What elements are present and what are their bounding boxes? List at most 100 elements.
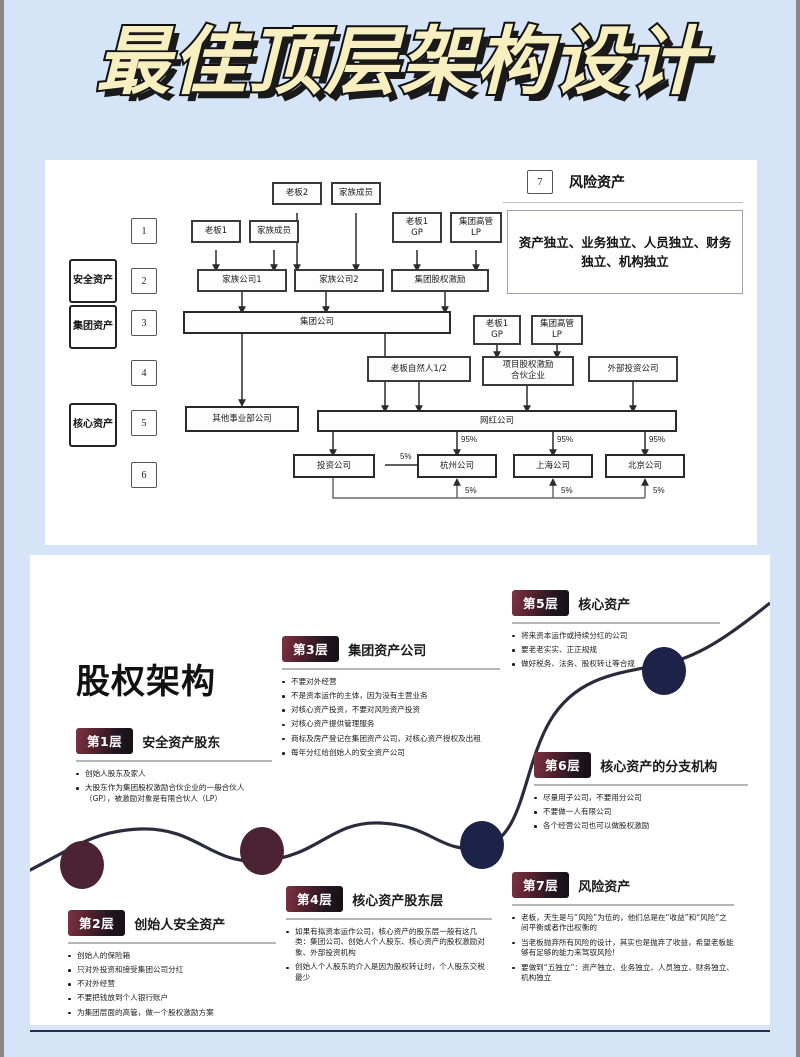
side-label-core-assets: 核心资产 (69, 403, 117, 447)
layer-6-bullets: 尽量用子公司，不要用分公司 不要做一人有限公司 各个经营公司也可以做股权激励 (534, 793, 748, 832)
node-boss2: 老板2 (272, 182, 322, 205)
layer-5-badge: 第5层 (512, 590, 570, 616)
node-other-division-company: 其他事业部公司 (185, 406, 299, 432)
org-structure-diagram-card: 1 2 3 4 5 6 安全资产 集团资产 核心资产 7 风险资产 资产独立、业… (45, 160, 757, 545)
node-family-member: 家族成员 (249, 220, 299, 243)
layer-3-badge: 第3层 (282, 636, 340, 662)
node-family-company-1: 家族公司1 (197, 269, 287, 292)
node-influencer-company: 网红公司 (317, 410, 677, 432)
layer-1-header: 第1层 安全资产股东 (76, 728, 272, 754)
row-number-6: 6 (131, 462, 157, 488)
list-item: 对核心资产提供管理服务 (282, 719, 500, 730)
diagram-connectors (212, 213, 649, 499)
row-number-4: 4 (131, 360, 157, 386)
page-title: 最佳顶层架构设计 (94, 19, 704, 105)
layer-7-badge: 第7层 (512, 872, 570, 898)
node-hangzhou-company: 杭州公司 (417, 454, 497, 478)
layer-5-divider (512, 622, 720, 624)
list-item: 尽量用子公司，不要用分公司 (534, 793, 748, 804)
list-item: 创始人股东及家人 (76, 769, 272, 780)
pct-beijing-95: 95% (649, 435, 666, 444)
title-container: 最佳顶层架构设计 (0, 19, 800, 105)
risk-panel-number: 7 (527, 170, 553, 194)
node-group-exec-lp-second: 集团高管 LP (531, 315, 583, 345)
layer-7-divider (512, 904, 734, 906)
list-item: 老板，天生是与“风险”为伍的，他们总是在“收益”和“风险”之间平衡或者作出权衡的 (512, 913, 734, 935)
layer-6-header: 第6层 核心资产的分支机构 (534, 752, 748, 778)
list-item: 对核心资产投资，不要对风险资产投资 (282, 705, 500, 716)
layer-block-3: 第3层 集团资产公司 不要对外经营 不是资本运作的主体，因为没有主营业务 对核心… (282, 636, 500, 762)
node-boss1-gp-second: 老板1 GP (473, 315, 521, 345)
list-item: 不是资本运作的主体，因为没有主营业务 (282, 691, 500, 702)
node-boss1-gp: 老板1 GP (392, 212, 442, 243)
layer-6-divider (534, 784, 748, 786)
layer-1-divider (76, 760, 272, 762)
layer-6-title: 核心资产的分支机构 (600, 759, 718, 775)
layer-2-bullets: 创始人的保险箱 只对外投资和接受集团公司分红 不对外经营 不要把钱放到个人银行账… (68, 951, 276, 1019)
layer-block-7: 第7层 风险资产 老板，天生是与“风险”为伍的，他们总是在“收益”和“风险”之间… (512, 872, 734, 988)
list-item: 每年分红给创始人的安全资产公司 (282, 748, 500, 759)
layer-3-divider (282, 668, 500, 670)
row-number-2: 2 (131, 268, 157, 294)
node-group-exec-lp: 集团高管 LP (450, 212, 502, 243)
layer-7-bullets: 老板，天生是与“风险”为伍的，他们总是在“收益”和“风险”之间平衡或者作出权衡的… (512, 913, 734, 985)
layer-2-divider (68, 942, 276, 944)
node-group-equity-incentive: 集团股权激励 (391, 269, 489, 292)
layer-block-5: 第5层 核心资产 将来资本运作或持续分红的公司 要老老实实、正正规规 做好税务、… (512, 590, 720, 673)
pct-shanghai-5: 5% (561, 486, 573, 495)
layer-2-header: 第2层 创始人安全资产 (68, 910, 276, 936)
page-edge-left (0, 0, 4, 1057)
row-number-1: 1 (131, 218, 157, 244)
list-item: 当老板抛弃所有风险的设计，其实也是抛弃了收益，希望老板能够有足够的能力来驾驭风险… (512, 938, 734, 960)
bottom-divider (30, 1030, 770, 1032)
list-item: 要老老实实、正正规规 (512, 645, 720, 656)
risk-panel-title: 风险资产 (569, 175, 625, 191)
layer-7-header: 第7层 风险资产 (512, 872, 734, 898)
layer-1-badge: 第1层 (76, 728, 134, 754)
wave-dot-1 (60, 841, 104, 889)
side-label-group-assets: 集团资产 (69, 305, 117, 349)
list-item: 要做到“五独立”：资产独立、业务独立、人员独立、财务独立、机构独立 (512, 963, 734, 985)
wave-dot-4 (642, 647, 686, 695)
node-boss-natural-person: 老板自然人1/2 (367, 356, 471, 382)
list-item: 为集团层面的高管，做一个股权激励方案 (68, 1008, 276, 1019)
layer-1-title: 安全资产股东 (142, 735, 221, 751)
row-number-5: 5 (131, 410, 157, 436)
node-investment-company: 投资公司 (293, 454, 375, 478)
node-project-equity-partnership: 项目股权激励 合伙企业 (482, 356, 574, 386)
equity-heading: 股权架构 (76, 662, 216, 702)
pct-invest-bottom-5: 5% (465, 486, 477, 495)
list-item: 不要对外经营 (282, 677, 500, 688)
layer-3-bullets: 不要对外经营 不是资本运作的主体，因为没有主营业务 对核心资产投资，不要对风险资… (282, 677, 500, 759)
layer-5-header: 第5层 核心资产 (512, 590, 720, 616)
node-group-company: 集团公司 (183, 311, 451, 334)
layer-2-title: 创始人安全资产 (134, 917, 226, 933)
layer-1-bullets: 创始人股东及家人 大股东作为集团股权激励合伙企业的一般合伙人（GP），被激励对象… (76, 769, 272, 805)
pct-shanghai-95: 95% (557, 435, 574, 444)
layer-4-header: 第4层 核心资产股东层 (286, 886, 492, 912)
list-item: 不要做一人有限公司 (534, 807, 748, 818)
risk-panel-divider (503, 202, 743, 204)
pct-hangzhou-95: 95% (461, 435, 478, 444)
list-item: 将来资本运作或持续分红的公司 (512, 631, 720, 642)
equity-structure-card (30, 555, 770, 1025)
list-item: 只对外投资和接受集团公司分红 (68, 965, 276, 976)
list-item: 做好税务、法务、股权转让等合规 (512, 659, 720, 670)
node-boss1: 老板1 (191, 220, 241, 243)
node-external-investment-company: 外部投资公司 (588, 356, 678, 382)
decorative-wave (30, 601, 770, 889)
wave-dot-3 (460, 821, 504, 869)
layer-4-title: 核心资产股东层 (352, 893, 444, 909)
layer-5-bullets: 将来资本运作或持续分红的公司 要老老实实、正正规规 做好税务、法务、股权转让等合… (512, 631, 720, 670)
list-item: 各个经营公司也可以做股权激励 (534, 821, 748, 832)
layer-block-1: 第1层 安全资产股东 创始人股东及家人 大股东作为集团股权激励合伙企业的一般合伙… (76, 728, 272, 808)
list-item: 创始人的保险箱 (68, 951, 276, 962)
layer-7-title: 风险资产 (578, 879, 631, 895)
side-label-safe-assets: 安全资产 (69, 259, 117, 303)
node-family-member-top: 家族成员 (331, 182, 381, 205)
pct-invest-hangzhou-5: 5% (400, 452, 412, 461)
list-item: 不对外经营 (68, 979, 276, 990)
row-number-3: 3 (131, 310, 157, 336)
list-item: 如果有拟资本运作公司，核心资产的股东层一般有这几类：集团公司、创始人个人股东、核… (286, 927, 492, 959)
layer-4-bullets: 如果有拟资本运作公司，核心资产的股东层一般有这几类：集团公司、创始人个人股东、核… (286, 927, 492, 984)
